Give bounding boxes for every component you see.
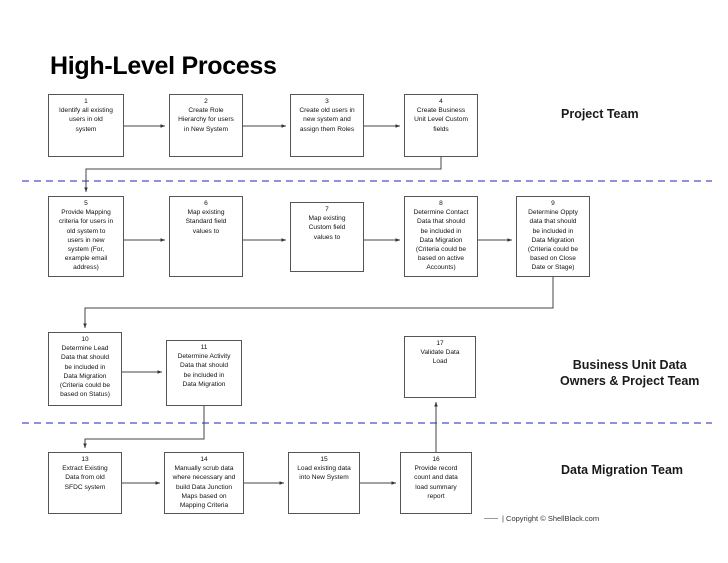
process-step-number: 14 xyxy=(200,456,208,463)
swimlane-label-project-team: Project Team xyxy=(561,107,639,121)
process-step-number: 15 xyxy=(320,456,328,463)
process-step-label: Manually scrub data where necessary and … xyxy=(172,465,236,510)
connectors xyxy=(83,124,554,485)
connector-node-4-to-node-5 xyxy=(84,157,442,192)
process-step-number: 11 xyxy=(200,344,208,351)
process-step-label: Provide Mapping criteria for users in ol… xyxy=(58,209,114,272)
process-step-label: Create Role Hierarchy for users in New S… xyxy=(178,107,234,133)
process-step-label: Create Business Unit Level Custom fields xyxy=(414,107,468,133)
process-step-number: 10 xyxy=(81,336,89,343)
swimlane-label-data-migration: Data Migration Team xyxy=(561,463,684,477)
connector-node-11-to-node-13 xyxy=(83,406,205,448)
process-step-label: Determine Activity Data that should be i… xyxy=(177,353,231,388)
process-step-number: 9 xyxy=(551,200,555,207)
process-step-label: Extract Existing Data from old SFDC syst… xyxy=(62,465,108,491)
page-title: High-Level Process xyxy=(50,52,277,80)
process-step-number: 16 xyxy=(432,456,440,463)
process-step-label: Map existing Standard field values to xyxy=(185,209,227,235)
process-step-label: Identify all existing users in old syste… xyxy=(59,107,113,133)
process-step-number: 3 xyxy=(325,98,329,105)
process-step-label: Load existing data into New System xyxy=(297,465,351,482)
process-step-label: Determine Lead Data that should be inclu… xyxy=(59,345,111,399)
footer-rule xyxy=(484,518,498,519)
swimlane-label-business-unit: Business Unit Data Owners & Project Team xyxy=(560,358,700,388)
process-step-label: Create old users in new system and assig… xyxy=(299,107,355,133)
process-step-label: Map existing Custom field values to xyxy=(308,215,346,241)
process-step-number: 7 xyxy=(325,206,329,213)
process-step-label: Validate Data Load xyxy=(420,349,460,366)
process-step-number: 6 xyxy=(204,200,208,207)
process-step-number: 17 xyxy=(436,340,444,347)
copyright-text: | Copyright © ShellBlack.com xyxy=(502,514,600,523)
process-step-number: 4 xyxy=(439,98,443,105)
process-step-number: 8 xyxy=(439,200,443,207)
process-step-label: Provide record count and data load summa… xyxy=(414,465,458,500)
process-step-number: 5 xyxy=(84,200,88,207)
connector-node-9-to-node-10 xyxy=(83,277,554,328)
process-step-number: 2 xyxy=(204,98,208,105)
process-step-number: 1 xyxy=(84,98,88,105)
process-step-label: Determine Contact Data that should be in… xyxy=(413,209,469,272)
process-step-number: 13 xyxy=(81,456,89,463)
process-step-label: Determine Oppty data that should be incl… xyxy=(527,209,579,272)
